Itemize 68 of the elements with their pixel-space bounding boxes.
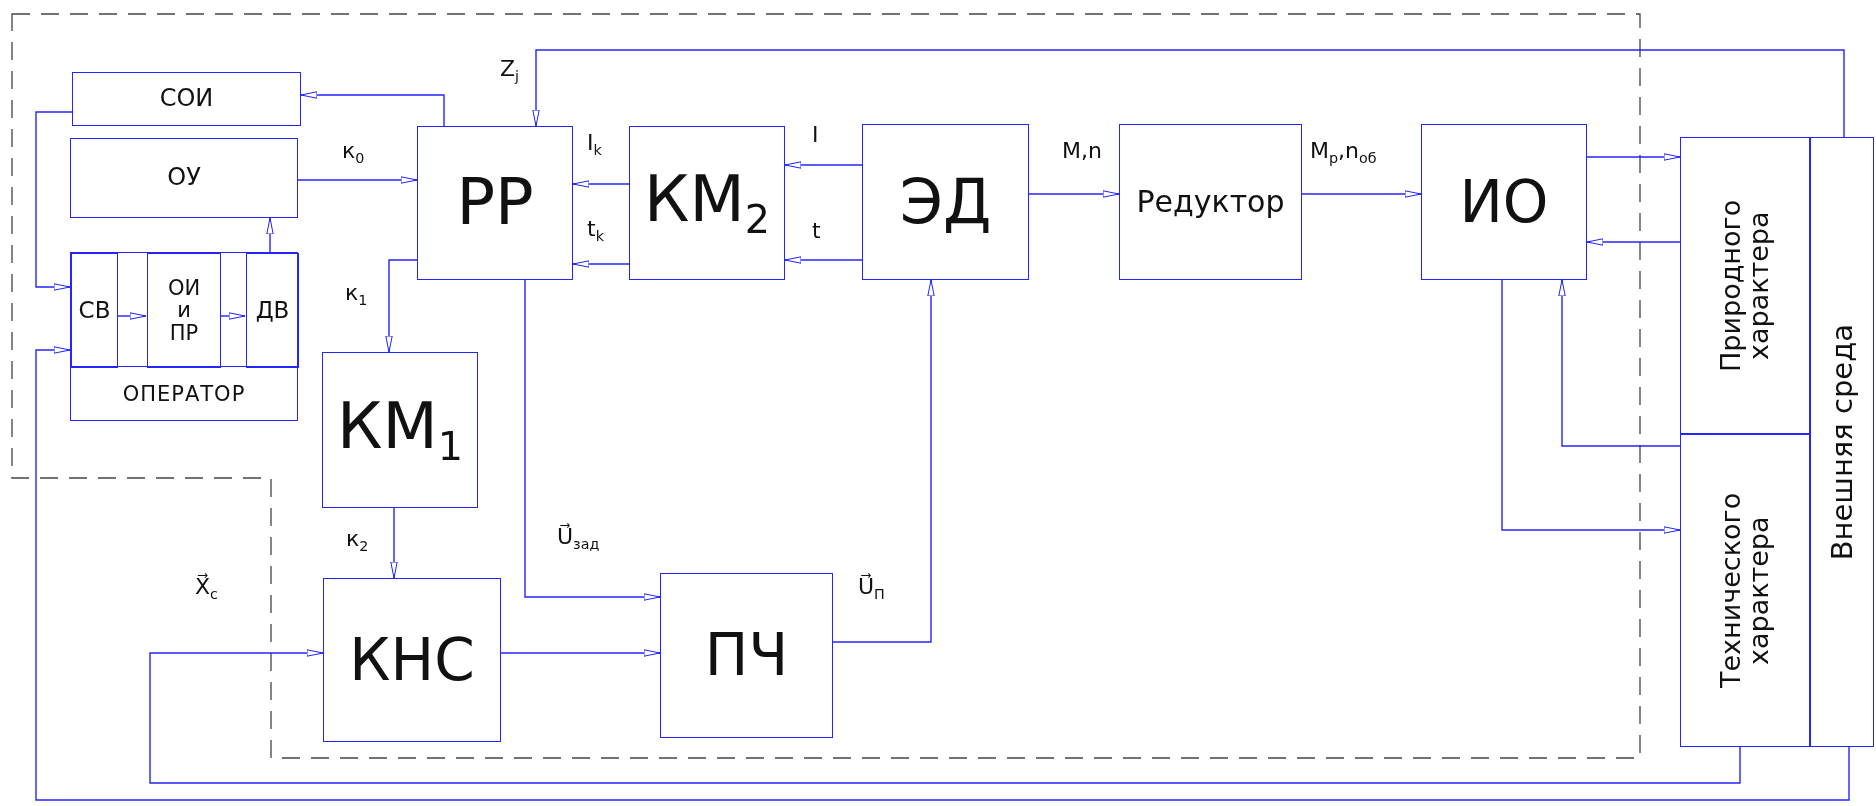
block-label: ОУ xyxy=(167,165,201,191)
arrow xyxy=(532,49,1845,138)
environment-box xyxy=(1680,137,1810,434)
edge-label: к$_{0}$ xyxy=(342,140,365,166)
process-box xyxy=(862,124,1029,280)
arrow xyxy=(390,507,398,579)
arrow xyxy=(300,91,445,127)
edge-label: Z$_{j}$ xyxy=(500,58,520,84)
arrow xyxy=(1028,190,1120,198)
process-box xyxy=(660,573,833,738)
arrow xyxy=(1501,279,1681,534)
arrow xyxy=(297,176,418,184)
process-box xyxy=(70,138,298,218)
arrow xyxy=(1586,238,1681,246)
process-box xyxy=(322,352,478,508)
operator-block xyxy=(70,252,298,421)
block-label: КМ$_{1}$ xyxy=(337,392,463,468)
arrow xyxy=(116,312,147,320)
process-box xyxy=(323,578,501,742)
arrow xyxy=(784,161,863,169)
arrow xyxy=(524,279,661,601)
block-label: РР xyxy=(456,169,534,237)
arrow xyxy=(149,649,1741,784)
process-box xyxy=(147,253,221,368)
block-label: КМ$_{2}$ xyxy=(644,165,770,241)
arrow xyxy=(784,256,863,264)
arrow xyxy=(572,260,630,268)
process-box xyxy=(629,126,785,280)
edge-label: M,n xyxy=(1062,140,1102,162)
edge-label: к$_{1}$ xyxy=(345,282,368,308)
edge-label: I xyxy=(812,124,819,146)
process-box xyxy=(246,253,299,368)
block-label: ДВ xyxy=(255,298,290,323)
process-box xyxy=(1119,124,1302,280)
block-label: Редуктор xyxy=(1136,186,1285,218)
arrow xyxy=(1301,190,1422,198)
process-box xyxy=(1421,124,1587,280)
process-box xyxy=(72,72,301,126)
environment-box xyxy=(1680,434,1810,747)
arrow xyxy=(1558,279,1681,447)
block-label: ИО xyxy=(1459,171,1549,233)
block-label: ОИ и ПР xyxy=(166,277,202,344)
block-label: СВ xyxy=(78,298,111,323)
arrow xyxy=(266,217,274,253)
edge-label: t$_{k}$ xyxy=(587,218,604,244)
block-label: ЭД xyxy=(899,169,992,235)
block-title: ОПЕРАТОР xyxy=(71,366,297,420)
arrow xyxy=(35,111,73,291)
edge-label: I$_{k}$ xyxy=(587,132,602,158)
arrow xyxy=(1586,153,1681,161)
arrow xyxy=(572,180,630,188)
environment-box xyxy=(1810,137,1874,747)
arrow xyxy=(35,346,1850,801)
arrow xyxy=(385,259,418,353)
process-box xyxy=(71,253,118,368)
block-label: Внешняя среда xyxy=(1826,323,1858,561)
arrow xyxy=(500,649,661,657)
block-label: КНС xyxy=(349,629,475,691)
block-label: Природного характера xyxy=(1716,198,1774,374)
block-label: ПЧ xyxy=(704,625,789,686)
edge-label: к$_{2}$ xyxy=(346,528,369,554)
arrow xyxy=(219,312,246,320)
block-label: Технического характера xyxy=(1716,491,1774,691)
edge-label: t xyxy=(812,220,821,242)
arrow xyxy=(832,279,935,643)
block-label: СОИ xyxy=(159,86,214,112)
process-box xyxy=(417,126,573,280)
edge-label: M$_{р}$,n$_{об}$ xyxy=(1310,140,1377,166)
